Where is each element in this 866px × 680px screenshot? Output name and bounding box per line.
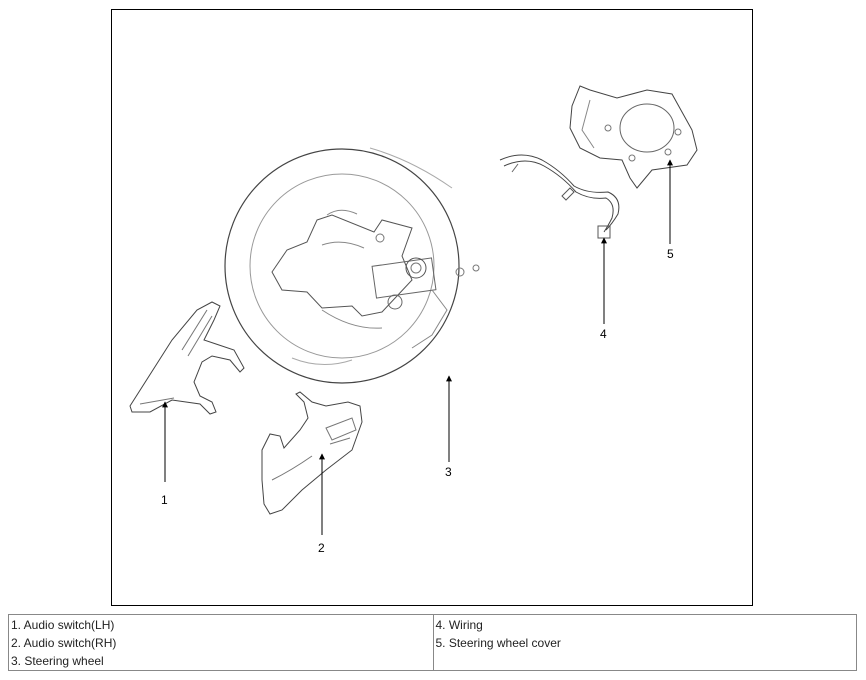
legend-column-left: 1. Audio switch(LH) 2. Audio switch(RH) … bbox=[9, 615, 433, 670]
wiring-drawing bbox=[499, 154, 620, 239]
audio-switch-lh-drawing bbox=[129, 301, 245, 415]
legend-item-steering-wheel: 3. Steering wheel bbox=[11, 654, 104, 668]
steering-wheel-drawing bbox=[224, 147, 480, 384]
callout-3: 3 bbox=[445, 465, 452, 479]
legend-item-audio-switch-rh: 2. Audio switch(RH) bbox=[11, 636, 117, 650]
exploded-diagram: 1 2 3 4 5 bbox=[111, 9, 753, 606]
callout-1: 1 bbox=[161, 493, 168, 507]
callout-5: 5 bbox=[667, 247, 674, 261]
callout-4: 4 bbox=[600, 327, 607, 341]
legend-column-right: 4. Wiring 5. Steering wheel cover bbox=[432, 615, 857, 670]
legend-item-wiring: 4. Wiring bbox=[435, 618, 483, 632]
diagram-canvas: 1 2 3 4 5 bbox=[129, 85, 698, 555]
callout-2: 2 bbox=[318, 541, 325, 555]
legend-item-steering-wheel-cover: 5. Steering wheel cover bbox=[435, 636, 561, 650]
steering-wheel-cover-drawing bbox=[569, 85, 698, 189]
audio-switch-rh-drawing bbox=[261, 391, 363, 515]
leader-lines bbox=[162, 159, 673, 535]
legend-table: 1. Audio switch(LH) 2. Audio switch(RH) … bbox=[8, 614, 857, 671]
legend-item-audio-switch-lh: 1. Audio switch(LH) bbox=[11, 618, 115, 632]
